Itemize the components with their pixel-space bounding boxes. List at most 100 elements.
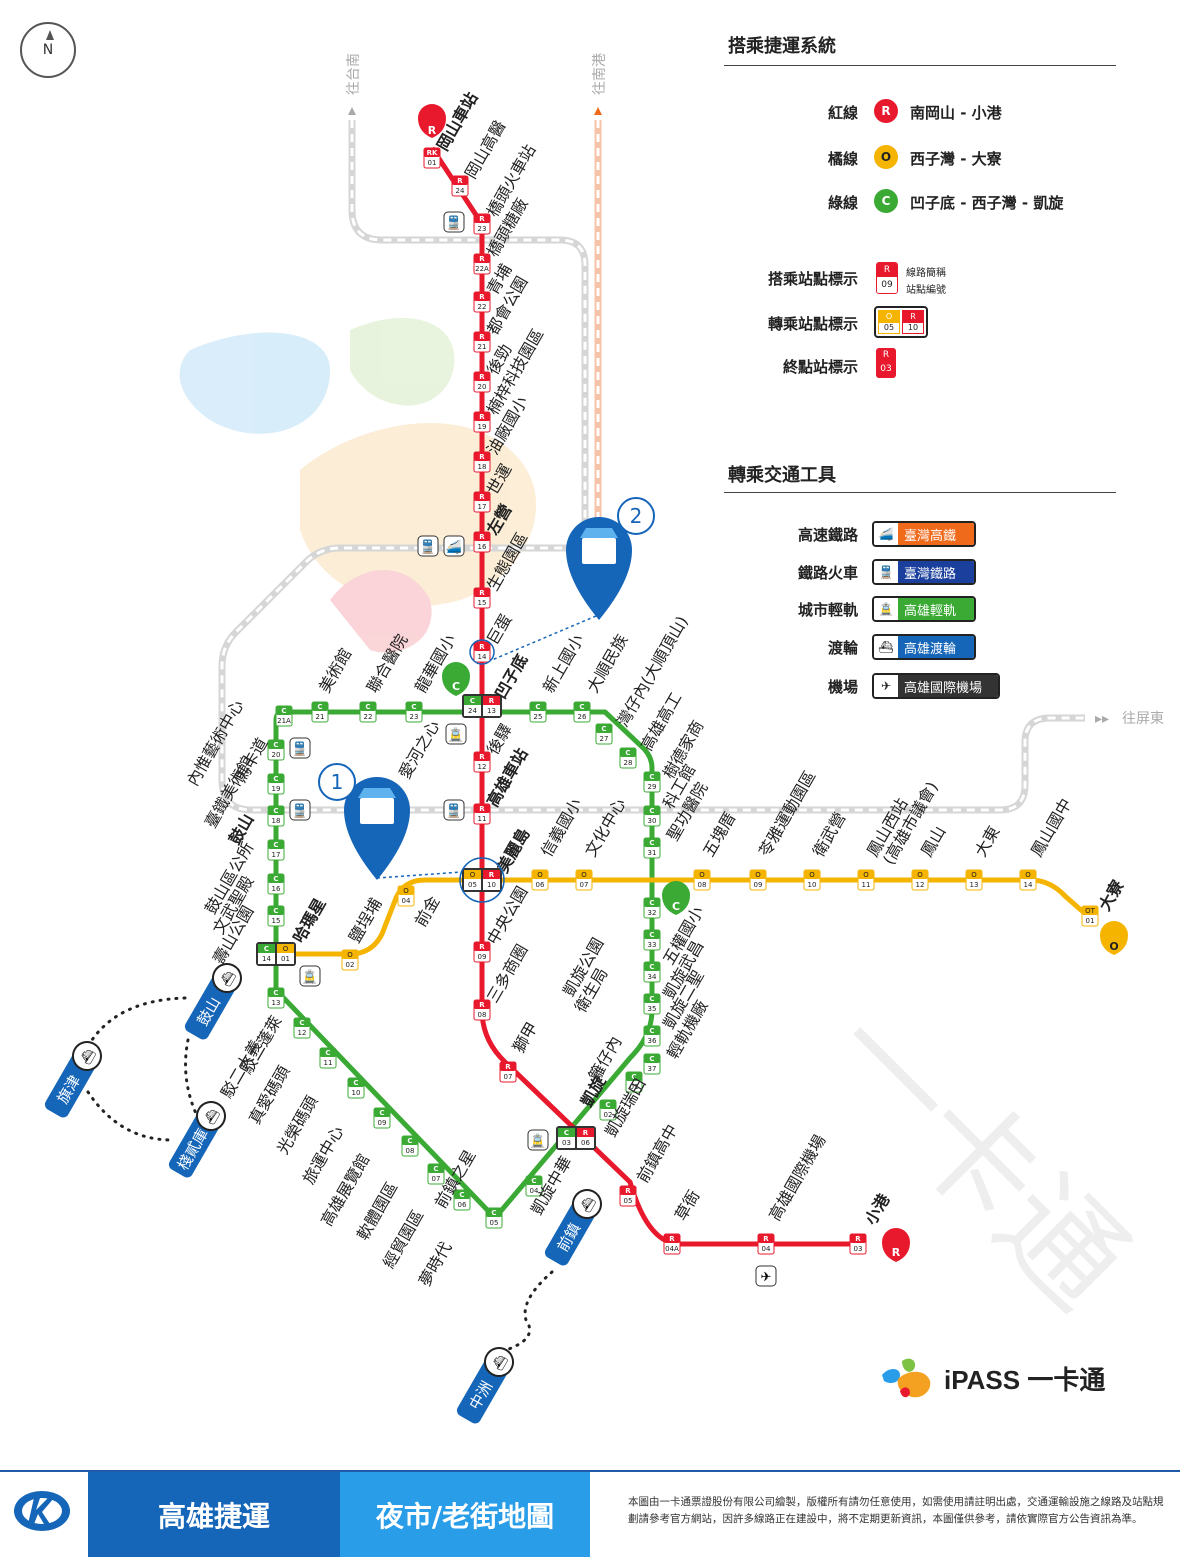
red-station-21[interactable]: R21 [473, 331, 491, 353]
svg-text:R: R [479, 943, 485, 951]
red-station-18[interactable]: R18 [473, 451, 491, 473]
orange-station-14[interactable]: O14 [1019, 869, 1037, 891]
svg-text:⛴: ⛴ [202, 1106, 222, 1126]
green-station-17[interactable]: C17 [267, 839, 285, 861]
green-station-01[interactable]: C01 [625, 1071, 643, 1093]
green-station-16[interactable]: C16 [267, 873, 285, 895]
orange-station-02[interactable]: O02 [341, 949, 359, 971]
svg-text:C: C [407, 1137, 412, 1145]
green-station-28[interactable]: C28 [619, 747, 637, 769]
green-station-36[interactable]: C36 [643, 1025, 661, 1047]
green-station-26[interactable]: C26 [573, 701, 591, 723]
green-station-04[interactable]: C04 [525, 1175, 543, 1197]
ferry-tag-4[interactable]: ⛴中洲 [454, 1343, 518, 1426]
green-station-23[interactable]: C23 [405, 701, 423, 723]
red-station-16[interactable]: R16 [473, 531, 491, 553]
red-station-14[interactable]: R14 [473, 641, 491, 663]
svg-text:🚊: 🚊 [448, 727, 464, 743]
green-station-18[interactable]: C18 [267, 805, 285, 827]
green-station-09[interactable]: C09 [373, 1107, 391, 1129]
ferry-tag-0[interactable]: ⛴鼓山 [182, 959, 246, 1042]
red-station-05[interactable]: R05 [619, 1185, 637, 1207]
red-station-04[interactable]: R04 [757, 1233, 775, 1255]
green-station-22[interactable]: C22 [359, 701, 377, 723]
red-station-23[interactable]: R23 [473, 213, 491, 235]
green-station-12[interactable]: C12 [293, 1017, 311, 1039]
ferry-icon: ⛴ [874, 636, 898, 658]
night-market-pin-1[interactable]: 1 [318, 763, 463, 880]
green-station-07[interactable]: C07 [427, 1163, 445, 1185]
green-station-25[interactable]: C25 [529, 701, 547, 723]
red-station-11[interactable]: R11 [473, 803, 491, 825]
red-station-08[interactable]: R08 [473, 999, 491, 1021]
red-station-20[interactable]: R20 [473, 371, 491, 393]
green-station-30[interactable]: C30 [643, 805, 661, 827]
svg-text:C: C [273, 907, 278, 915]
svg-text:17: 17 [478, 503, 487, 511]
svg-text:🚆: 🚆 [446, 803, 462, 819]
svg-text:R: R [457, 177, 463, 185]
svg-text:🚆: 🚆 [420, 539, 436, 555]
orange-station-13[interactable]: O13 [965, 869, 983, 891]
green-station-27[interactable]: C27 [595, 723, 613, 745]
green-station-05[interactable]: C05 [485, 1207, 503, 1229]
green-station-20[interactable]: C20 [267, 739, 285, 761]
orange-station-12[interactable]: O12 [911, 869, 929, 891]
legend-lightrail-name: 高雄輕軌 [898, 598, 974, 620]
railway-lines [218, 107, 1085, 814]
green-station-08[interactable]: C08 [401, 1135, 419, 1157]
red-station-22[interactable]: R22 [473, 291, 491, 313]
red-station-12[interactable]: R12 [473, 751, 491, 773]
orange-station-07[interactable]: O07 [575, 869, 593, 891]
red-station-07[interactable]: R07 [499, 1061, 517, 1083]
red-station-19[interactable]: R19 [473, 411, 491, 433]
green-station-11[interactable]: C11 [319, 1047, 337, 1069]
orange-station-11[interactable]: O11 [857, 869, 875, 891]
green-station-10[interactable]: C10 [347, 1077, 365, 1099]
green-station-32[interactable]: C32 [643, 897, 661, 919]
red-station-03[interactable]: R03 [849, 1233, 867, 1255]
orange-station-06[interactable]: O06 [531, 869, 549, 891]
svg-text:29: 29 [648, 783, 657, 791]
green-station-13[interactable]: C13 [267, 987, 285, 1009]
orange-label-o10: 衛武營 [809, 809, 849, 860]
legend-red-badge: R [874, 99, 898, 123]
red-station-15[interactable]: R15 [473, 587, 491, 609]
night-market-pin-2[interactable]: 2 [491, 497, 655, 661]
green-station-06[interactable]: C06 [453, 1189, 471, 1211]
red-station-17[interactable]: R17 [473, 491, 491, 513]
svg-text:C: C [601, 725, 606, 733]
svg-text:🚊: 🚊 [530, 1133, 546, 1149]
svg-text:32: 32 [648, 909, 657, 917]
orange-station-10[interactable]: O10 [803, 869, 821, 891]
red-label-23: 高雄國際機場 [765, 1131, 829, 1224]
green-station-33[interactable]: C33 [643, 929, 661, 951]
green-station-29[interactable]: C29 [643, 771, 661, 793]
green-station-02[interactable]: C02 [599, 1099, 617, 1121]
orange-station-09[interactable]: O09 [749, 869, 767, 891]
orange-station-08[interactable]: O08 [693, 869, 711, 891]
ferry-tag-2[interactable]: ⛴棧貳庫 [166, 1097, 230, 1180]
red-station-24[interactable]: R24 [451, 175, 469, 197]
orange-station-04[interactable]: O04 [397, 885, 415, 907]
green-station-31[interactable]: C31 [643, 837, 661, 859]
red-station-09[interactable]: R09 [473, 941, 491, 963]
green-station-34[interactable]: C34 [643, 961, 661, 983]
green-station-37[interactable]: C37 [643, 1053, 661, 1075]
ferry-tag-1[interactable]: ⛴旗津 [42, 1037, 106, 1120]
svg-text:C: C [317, 703, 322, 711]
green-station-19[interactable]: C19 [267, 773, 285, 795]
svg-text:15: 15 [478, 599, 487, 607]
green-station-35[interactable]: C35 [643, 993, 661, 1015]
green-station-21[interactable]: C21 [311, 701, 329, 723]
green-station-15[interactable]: C15 [267, 905, 285, 927]
